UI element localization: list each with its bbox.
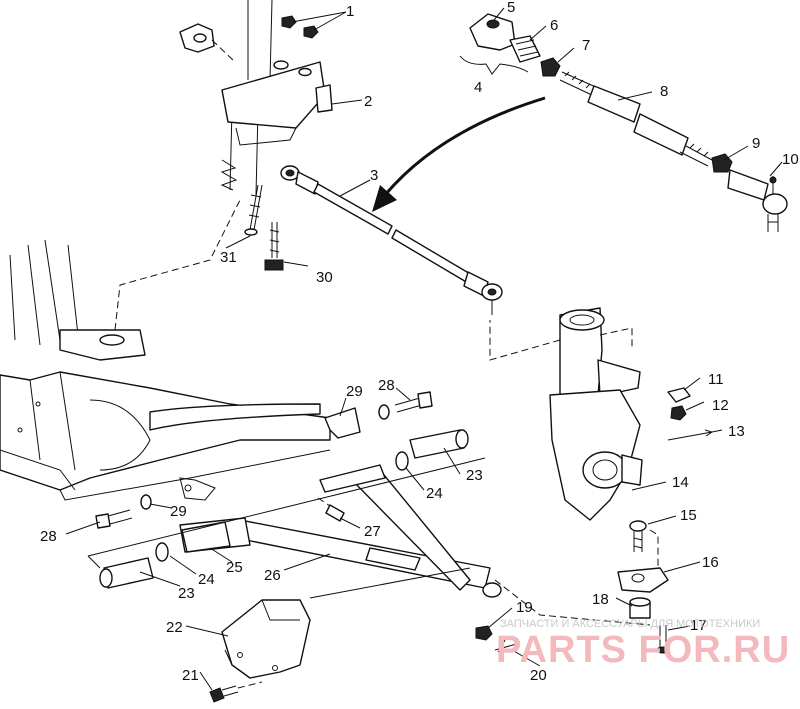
washer-24-upper bbox=[395, 451, 409, 471]
callout-30: 30 bbox=[316, 269, 333, 286]
a-arm-26 bbox=[179, 464, 651, 626]
bushing-23-lower bbox=[99, 557, 154, 589]
washer-11 bbox=[667, 387, 691, 403]
callout-29-lower: 29 bbox=[170, 503, 187, 520]
washer-24-lower bbox=[155, 542, 169, 562]
bracket-4 bbox=[459, 55, 529, 75]
cotter-pin-13 bbox=[667, 429, 714, 441]
callout-15: 15 bbox=[680, 507, 697, 524]
callout-20: 20 bbox=[530, 667, 547, 684]
steering-post bbox=[220, 0, 333, 196]
callout-16: 16 bbox=[702, 554, 719, 571]
callout-12: 12 bbox=[712, 397, 729, 414]
bolt-28-upper bbox=[394, 391, 433, 413]
callout-6: 6 bbox=[550, 17, 558, 34]
watermark-tagline: ЗАПЧАСТИ И АКСЕССУАРЫ ДЛЯ МОТОТЕХНИКИ bbox=[500, 618, 760, 630]
steering-post-upper-clamp bbox=[179, 23, 236, 63]
tie-rod-end-10 bbox=[727, 169, 788, 232]
callout-18: 18 bbox=[592, 591, 609, 608]
callout-28-upper: 28 bbox=[378, 377, 395, 394]
callout-2: 2 bbox=[364, 93, 372, 110]
spindle-knuckle-14 bbox=[489, 307, 643, 521]
callout-24-upper: 24 bbox=[426, 485, 443, 502]
callout-27: 27 bbox=[364, 523, 381, 540]
bolt-31 bbox=[244, 184, 263, 236]
nut-12 bbox=[670, 405, 687, 421]
bushing-18 bbox=[629, 597, 651, 619]
assembly-arrow bbox=[372, 96, 546, 212]
skid-plate-22 bbox=[221, 599, 311, 679]
leader-lines bbox=[65, 7, 783, 691]
callout-22: 22 bbox=[166, 619, 183, 636]
callout-11: 11 bbox=[708, 371, 724, 388]
tie-rod-3 bbox=[280, 165, 503, 315]
callout-1: 1 bbox=[346, 3, 354, 20]
callout-28-lower: 28 bbox=[40, 528, 57, 545]
washer-29-lower bbox=[140, 494, 152, 510]
grease-fitting-27 bbox=[317, 497, 345, 522]
callout-19: 19 bbox=[516, 599, 533, 616]
callout-25: 25 bbox=[226, 559, 243, 576]
callout-3: 3 bbox=[370, 167, 378, 184]
bracket-29 bbox=[324, 407, 361, 439]
watermark-logo: PARTS FOR.RU bbox=[496, 629, 790, 671]
bolt-30 bbox=[264, 222, 284, 271]
callout-8: 8 bbox=[660, 83, 668, 100]
callout-labels: 1 2 3 4 5 6 7 8 9 10 11 12 13 14 15 16 1… bbox=[40, 0, 799, 684]
cotter-pin-20 bbox=[494, 639, 521, 653]
chassis-frame bbox=[0, 199, 331, 501]
washer-29-upper bbox=[378, 404, 390, 420]
callout-5: 5 bbox=[507, 0, 515, 16]
nuts-1 bbox=[281, 15, 319, 39]
callout-4: 4 bbox=[474, 79, 482, 96]
tie-rod-8 bbox=[559, 71, 713, 167]
bolt-21 bbox=[209, 681, 263, 703]
callout-17: 17 bbox=[690, 617, 707, 634]
callout-26: 26 bbox=[264, 567, 281, 584]
callout-21: 21 bbox=[182, 667, 199, 684]
watermark: ЗАПЧАСТИ И АКСЕССУАРЫ ДЛЯ МОТОТЕХНИКИ PA… bbox=[496, 618, 790, 671]
nut-19 bbox=[475, 625, 493, 641]
bolt-28-lower bbox=[95, 509, 133, 529]
callout-10: 10 bbox=[782, 151, 799, 168]
a-arm-centerline bbox=[87, 457, 486, 599]
tie-rod-end-5 bbox=[469, 13, 516, 51]
bolt-15 bbox=[629, 520, 659, 575]
plate-16 bbox=[617, 567, 669, 593]
callout-7: 7 bbox=[582, 37, 590, 54]
bolt-17 bbox=[656, 625, 670, 654]
callout-24-lower: 24 bbox=[198, 571, 215, 588]
callout-23-lower: 23 bbox=[178, 585, 195, 602]
callout-14: 14 bbox=[672, 474, 689, 491]
nut-7 bbox=[540, 57, 561, 77]
callout-29-upper: 29 bbox=[346, 383, 363, 400]
bushing-23-upper bbox=[409, 429, 469, 459]
callout-23-upper: 23 bbox=[466, 467, 483, 484]
callout-31: 31 bbox=[220, 249, 237, 266]
bushing-6 bbox=[509, 35, 541, 63]
callout-13: 13 bbox=[728, 423, 745, 440]
callout-9: 9 bbox=[752, 135, 760, 152]
